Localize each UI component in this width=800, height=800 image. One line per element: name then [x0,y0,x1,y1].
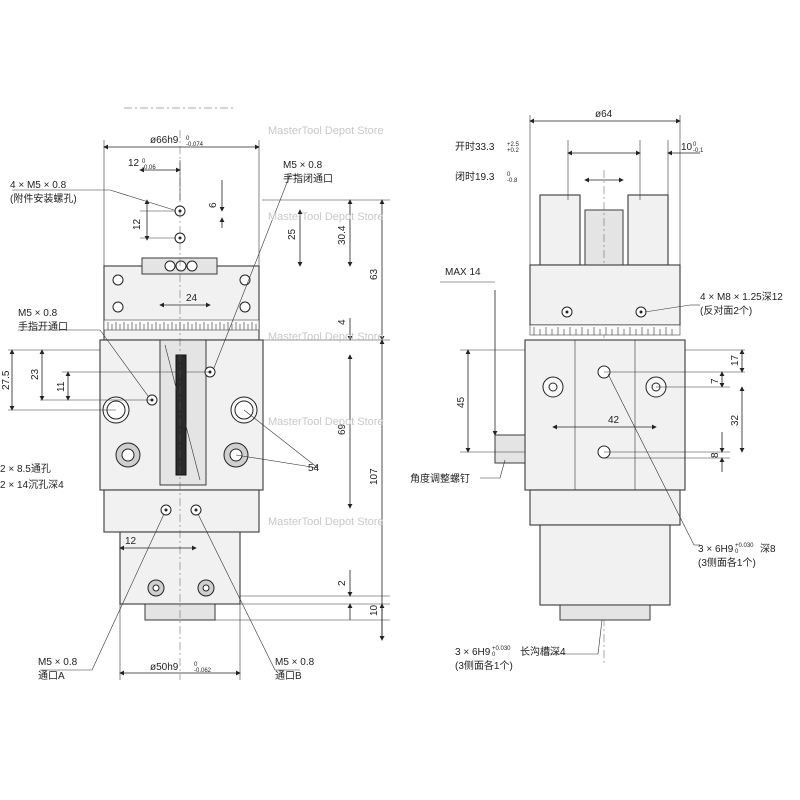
right-pin-holes-label: 3 × 6H9 [698,544,734,555]
right-bottom-plug [559,604,651,621]
watermark-4: MasterTool Depot Store [268,416,384,428]
right-dim-10: 10 [681,142,693,153]
dim-11: 11 [56,381,67,392]
dim-23: 23 [30,368,41,380]
dim-12-bottom: 12 [125,536,137,547]
dim-45: 45 [456,396,467,408]
right-slot-note: (3侧面各1个) [455,659,513,672]
dim-12-vertical: 12 [132,218,143,230]
right-scale-strip [529,324,681,336]
right-main-body [524,339,686,491]
left-port-a-label: M5 × 0.8 [38,657,78,668]
left-open-port-label: M5 × 0.8 [18,308,58,319]
right-finger-left [539,194,581,266]
right-tapped-holes-note: (反对面2个) [700,304,752,317]
left-close-port-label: M5 × 0.8 [283,160,323,171]
right-slot-label: 3 × 6H9 [455,647,491,658]
right-slot-depth: 长沟槽深4 [520,645,566,658]
left-tapped-holes-note: (附件安装螺孔) [10,192,77,205]
left-tapped-holes-label: 4 × M5 × 0.8 [10,180,67,191]
dim-24: 24 [186,293,198,304]
right-tapped-holes-label: 4 × M8 × 1.25深12 [700,291,783,303]
left-dim-12-top-tol: 0-0.06 [142,159,156,171]
left-port-a-note: 通口A [38,670,65,682]
left-bottom-width: ø50h9 [150,662,179,673]
left-port-b-note: 通口B [275,670,302,682]
dim-32: 32 [730,414,741,426]
right-dimension-values: 45 42 7 17 32 8 [456,354,741,458]
right-adjust-screw-label: 角度调整螺钉 [410,472,470,485]
dim-6: 6 [208,202,219,208]
right-open-tol: +2.5+0.2 [507,142,520,154]
watermark-5: MasterTool Depot Store [268,516,384,528]
right-pin-holes-depth: 深8 [760,543,776,555]
right-adjust-screw [494,434,526,464]
watermarks: MasterTool Depot Store MasterTool Depot … [268,125,384,528]
dim-17: 17 [730,354,741,366]
right-close-tol: 0-0.8 [507,172,518,184]
left-top-width-tol: 0-0.074 [186,136,204,148]
dim-10: 10 [369,604,380,616]
right-close-label: 闭时19.3 [455,170,495,183]
dim-69: 69 [337,423,348,435]
right-finger-right [627,194,669,266]
dim-27-5: 27.5 [1,370,12,390]
dim-30-4: 30.4 [337,225,348,245]
right-dimension-lines [440,115,745,655]
left-port-b-label: M5 × 0.8 [275,657,315,668]
left-bottom-width-tol: 0-0.062 [194,662,212,674]
left-dimension-lines [8,140,390,680]
dim-8: 8 [710,452,721,458]
right-lower-body [529,489,681,526]
right-open-label: 开时33.3 [455,141,495,153]
dim-42: 42 [608,415,620,426]
left-indicator-slot [175,354,187,476]
left-top-width: ø66h9 [150,135,179,146]
dim-4: 4 [337,319,348,325]
right-head-body [529,264,681,326]
left-dimension-values: 6 12 25 30.4 63 24 4 27.5 23 11 69 107 5… [1,202,380,616]
dim-2: 2 [337,580,348,586]
watermark-2: MasterTool Depot Store [268,211,384,223]
dim-63: 63 [369,268,380,280]
right-top-width: ø64 [595,109,613,120]
right-scale-ticks [533,327,673,335]
left-scale-strip [103,319,260,331]
left-thru-hole-label: 2 × 8.5通孔 [0,463,51,475]
dim-54: 54 [308,463,320,474]
right-dim-10-tol: 0-0.1 [693,142,704,154]
right-pin-holes-note: (3侧面各1个) [698,556,756,569]
right-view: ø64 开时33.3 +2.5+0.2 10 0-0.1 闭时19.3 0-0.… [410,109,783,672]
left-scale-ticks [107,322,257,330]
right-max-label: MAX 14 [445,267,481,278]
left-view: ø66h9 0-0.074 12 0-0.06 4 × M5 × 0.8 (附件… [0,107,390,682]
dim-7: 7 [710,378,721,384]
dim-107: 107 [369,468,380,485]
dim-25: 25 [287,228,298,240]
left-holes [102,205,258,597]
right-base [539,524,671,606]
left-dim-12-top: 12 [128,158,140,169]
left-close-port-note: 手指闭通口 [283,172,333,185]
watermark-3: MasterTool Depot Store [268,331,384,343]
left-cbore-label: 2 × 14沉孔深4 [0,478,64,491]
watermark-1: MasterTool Depot Store [268,125,384,137]
left-open-port-note: 手指开通口 [18,320,68,333]
left-lower-body [103,489,260,533]
